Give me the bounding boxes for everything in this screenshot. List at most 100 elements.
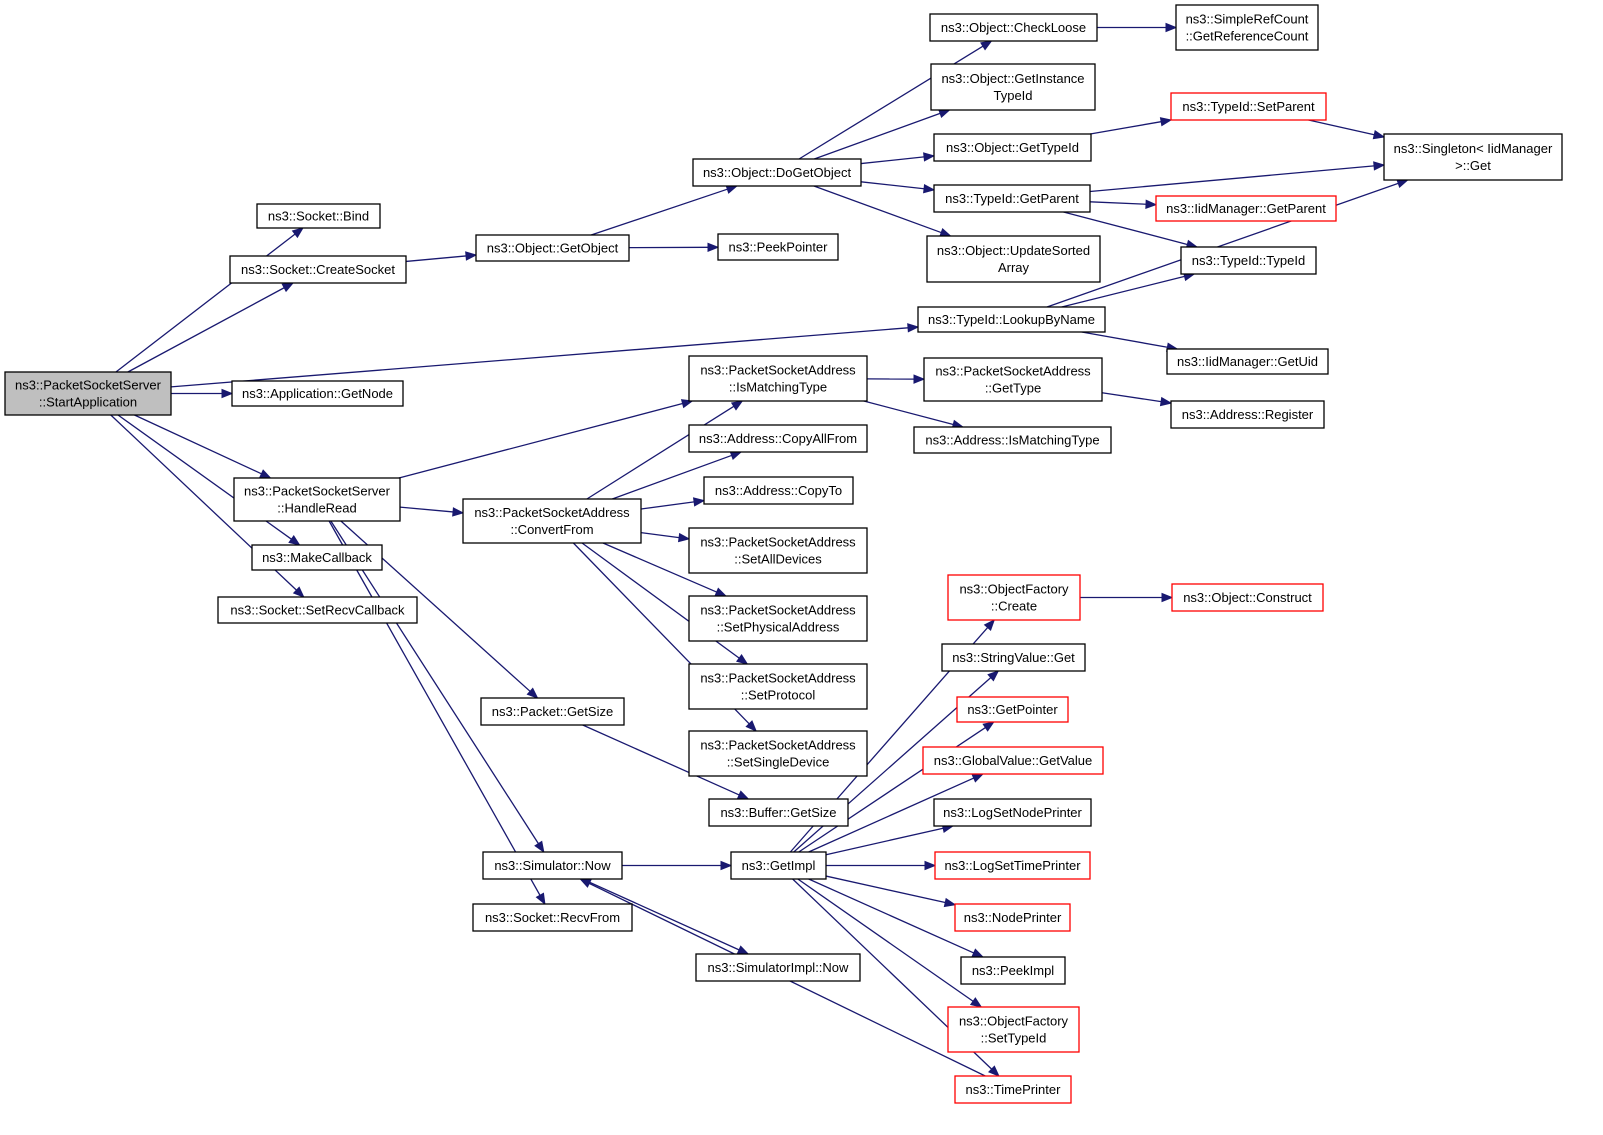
- node-handleread[interactable]: ns3::PacketSocketServer::HandleRead: [233, 477, 401, 522]
- node-nodeprinter[interactable]: ns3::NodePrinter: [954, 903, 1071, 932]
- node-label: ns3::TypeId::SetParent: [1182, 99, 1315, 114]
- node-typeid-getparent[interactable]: ns3::TypeId::GetParent: [933, 184, 1091, 213]
- edge-arrowhead: [730, 400, 744, 411]
- node-stringvalue-get[interactable]: ns3::StringValue::Get: [941, 643, 1086, 672]
- node-label: ns3::Object::UpdateSorted: [937, 243, 1090, 258]
- node-obj-gettypeid[interactable]: ns3::Object::GetTypeId: [933, 133, 1092, 162]
- node-psa-gettype[interactable]: ns3::PacketSocketAddress::GetType: [923, 357, 1103, 402]
- edge-line: [115, 233, 296, 373]
- node-logsettimeprinter[interactable]: ns3::LogSetTimePrinter: [934, 851, 1091, 880]
- node-label: ns3::Singleton< IidManager: [1394, 141, 1553, 156]
- node-addr-ismatching[interactable]: ns3::Address::IsMatchingType: [913, 426, 1112, 454]
- node-sock-create[interactable]: ns3::Socket::CreateSocket: [229, 255, 407, 284]
- node-getpointer[interactable]: ns3::GetPointer: [956, 696, 1069, 723]
- node-psa-ismatching[interactable]: ns3::PacketSocketAddress::IsMatchingType: [688, 355, 868, 402]
- node-box: [688, 424, 868, 453]
- node-simimpl-now[interactable]: ns3::SimulatorImpl::Now: [695, 953, 861, 982]
- node-makecallback[interactable]: ns3::MakeCallback: [251, 544, 383, 571]
- node-sim-now[interactable]: ns3::Simulator::Now: [482, 851, 623, 880]
- node-label: ns3::LogSetTimePrinter: [944, 858, 1081, 873]
- node-iidmgr-getuid[interactable]: ns3::IidManager::GetUid: [1166, 348, 1329, 375]
- node-box: [923, 357, 1103, 402]
- call-edge: [825, 823, 955, 856]
- node-buffer-getsize[interactable]: ns3::Buffer::GetSize: [708, 798, 849, 827]
- edge-arrowhead: [938, 109, 951, 119]
- node-obj-checkloose[interactable]: ns3::Object::CheckLoose: [929, 13, 1098, 42]
- node-logsetnodeprinter[interactable]: ns3::LogSetNodePrinter: [933, 798, 1092, 827]
- node-peekpointer[interactable]: ns3::PeekPointer: [717, 233, 839, 261]
- edge-line: [1046, 182, 1399, 308]
- edge-line: [612, 454, 732, 500]
- call-edge: [1308, 119, 1386, 140]
- node-typeid-setparent[interactable]: ns3::TypeId::SetParent: [1170, 92, 1327, 121]
- node-globalvalue-getvalue[interactable]: ns3::GlobalValue::GetValue: [922, 746, 1104, 775]
- edge-arrowhead: [526, 687, 539, 699]
- node-label: ns3::LogSetNodePrinter: [943, 805, 1082, 820]
- node-timeprinter[interactable]: ns3::TimePrinter: [954, 1075, 1072, 1104]
- call-edge: [171, 388, 234, 399]
- node-setrecvcb[interactable]: ns3::Socket::SetRecvCallback: [217, 596, 418, 624]
- node-sock-recvfrom[interactable]: ns3::Socket::RecvFrom: [472, 903, 633, 932]
- node-psa-setphysical[interactable]: ns3::PacketSocketAddress::SetPhysicalAdd…: [688, 595, 868, 642]
- edge-arrowhead: [707, 242, 720, 253]
- edge-line: [825, 875, 946, 904]
- node-box: [1175, 4, 1319, 51]
- node-getimpl[interactable]: ns3::GetImpl: [730, 851, 827, 880]
- call-edge: [1101, 392, 1173, 407]
- node-psa-convertfrom[interactable]: ns3::PacketSocketAddress::ConvertFrom: [462, 498, 642, 544]
- edge-arrowhead: [720, 860, 733, 871]
- edge-arrowhead: [736, 945, 750, 955]
- node-singleton-get[interactable]: ns3::Singleton< IidManager>::Get: [1383, 133, 1563, 181]
- edge-line: [1101, 392, 1162, 403]
- call-edge: [405, 251, 478, 263]
- node-label: ns3::Object::GetInstance: [941, 71, 1084, 86]
- edge-line: [586, 405, 735, 500]
- call-nodes: ns3::PacketSocketServer::StartApplicatio…: [4, 4, 1563, 1104]
- node-addr-copyto[interactable]: ns3::Address::CopyTo: [703, 476, 854, 505]
- node-addr-register[interactable]: ns3::Address::Register: [1170, 400, 1325, 429]
- node-typeid-lookup[interactable]: ns3::TypeId::LookupByName: [917, 306, 1106, 333]
- node-label: ns3::TypeId::TypeId: [1192, 253, 1305, 268]
- node-objfactory-create[interactable]: ns3::ObjectFactory::Create: [947, 574, 1081, 621]
- node-box: [233, 477, 401, 522]
- edge-line: [808, 878, 974, 954]
- node-box: [717, 233, 839, 261]
- node-obj-dogetobject[interactable]: ns3::Object::DoGetObject: [692, 158, 862, 187]
- node-objfactory-settypeid[interactable]: ns3::ObjectFactory::SetTypeId: [947, 1006, 1080, 1053]
- node-psa-setsingle[interactable]: ns3::PacketSocketAddress::SetSingleDevic…: [688, 730, 868, 777]
- edge-arrowhead: [291, 227, 304, 239]
- edge-arrowhead: [1145, 199, 1158, 209]
- node-label: ns3::TypeId::LookupByName: [928, 312, 1095, 327]
- node-app-getnode[interactable]: ns3::Application::GetNode: [231, 380, 404, 407]
- node-obj-construct[interactable]: ns3::Object::Construct: [1171, 583, 1324, 612]
- node-psa-setprotocol[interactable]: ns3::PacketSocketAddress::SetProtocol: [688, 663, 868, 710]
- node-label: ns3::StringValue::Get: [952, 650, 1075, 665]
- node-peekimpl[interactable]: ns3::PeekImpl: [960, 956, 1066, 985]
- call-edge: [115, 227, 304, 373]
- node-packet-getsize[interactable]: ns3::Packet::GetSize: [480, 697, 625, 726]
- edge-line: [330, 520, 539, 844]
- node-sock-bind[interactable]: ns3::Socket::Bind: [256, 203, 381, 229]
- edge-arrowhead: [971, 773, 985, 783]
- call-edge: [640, 531, 691, 543]
- node-addr-copyallfrom[interactable]: ns3::Address::CopyAllFrom: [688, 424, 868, 453]
- node-simplerefcount[interactable]: ns3::SimpleRefCount::GetReferenceCount: [1175, 4, 1319, 51]
- node-iidmgr-getparent[interactable]: ns3::IidManager::GetParent: [1155, 195, 1337, 222]
- node-box: [922, 746, 1104, 775]
- edge-arrowhead: [988, 1065, 1000, 1077]
- node-label: ns3::MakeCallback: [262, 550, 372, 565]
- node-root[interactable]: ns3::PacketSocketServer::StartApplicatio…: [4, 371, 172, 416]
- call-edge: [398, 399, 694, 479]
- node-box: [688, 355, 868, 402]
- node-label: ns3::GetImpl: [742, 858, 816, 873]
- node-label: ns3::Buffer::GetSize: [720, 805, 836, 820]
- edge-arrowhead: [259, 469, 272, 479]
- node-psa-setalldevices[interactable]: ns3::PacketSocketAddress::SetAllDevices: [688, 527, 868, 574]
- node-box: [933, 798, 1092, 827]
- node-obj-getobject[interactable]: ns3::Object::GetObject: [475, 234, 630, 262]
- node-label: TypeId: [993, 88, 1032, 103]
- node-typeid-typeid[interactable]: ns3::TypeId::TypeId: [1180, 246, 1317, 275]
- edge-line: [1081, 331, 1168, 348]
